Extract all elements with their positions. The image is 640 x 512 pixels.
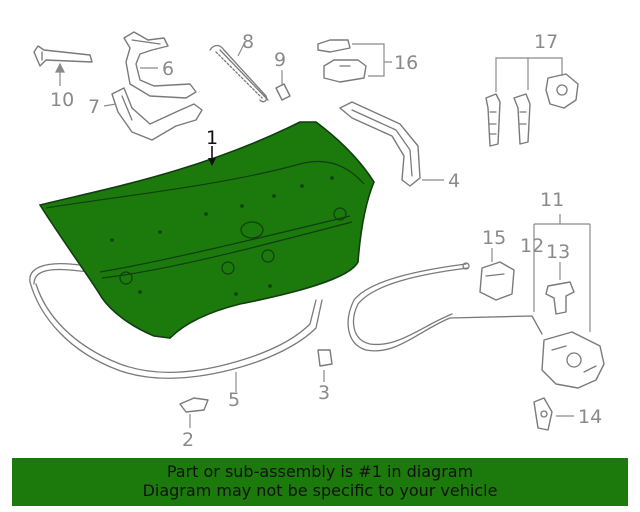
part-17-lock-cylinder-set — [485, 73, 579, 147]
part-1-trunk-lid — [38, 121, 375, 339]
part-15-opener — [479, 261, 515, 301]
part-13-switch — [545, 281, 575, 315]
part-5-weatherstrip — [29, 262, 323, 379]
callout-2: 2 — [182, 429, 194, 451]
callout-11: 11 — [540, 189, 564, 211]
part-10-support-rod — [33, 45, 93, 67]
callout-10: 10 — [50, 89, 74, 111]
info-banner: Part or sub-assembly is #1 in diagram Di… — [12, 458, 628, 506]
callout-17: 17 — [534, 31, 558, 53]
callout-9: 9 — [274, 49, 286, 71]
parts-diagram: 10 6 7 8 9 16 17 — [29, 31, 605, 451]
part-14-striker — [533, 397, 553, 431]
callout-3: 3 — [318, 382, 330, 404]
part-16-bumper — [317, 39, 367, 83]
banner-line-1: Part or sub-assembly is #1 in diagram — [166, 462, 474, 481]
banner-line-2: Diagram may not be specific to your vehi… — [142, 481, 498, 500]
callout-13: 13 — [546, 241, 570, 263]
release-cable — [347, 262, 543, 352]
callout-15: 15 — [482, 227, 506, 249]
callout-14: 14 — [578, 406, 602, 428]
callout-6: 6 — [162, 58, 174, 80]
callout-1: 1 — [206, 127, 218, 149]
callout-5: 5 — [228, 389, 240, 411]
part-4-garnish — [339, 101, 421, 187]
callout-16: 16 — [394, 52, 418, 74]
part-8-torsion-spring — [209, 44, 269, 103]
callout-12: 12 — [520, 235, 544, 257]
part-11-latch-assembly — [541, 331, 605, 389]
callout-4: 4 — [448, 170, 460, 192]
part-2-bracket — [179, 397, 209, 413]
part-9-clip — [275, 83, 291, 101]
callout-8: 8 — [242, 31, 254, 53]
part-3-clip — [317, 349, 333, 367]
part-6-hinge — [123, 31, 197, 99]
part-7-hinge — [111, 87, 203, 141]
callout-7: 7 — [88, 96, 100, 118]
